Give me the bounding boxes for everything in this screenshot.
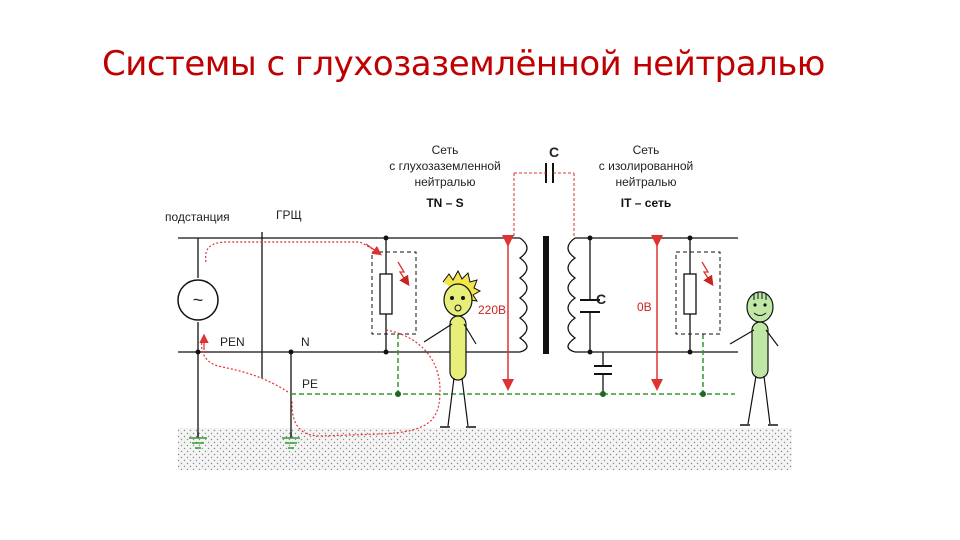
pe-junction-dots: [395, 391, 706, 397]
grsch-label: ГРЩ: [276, 208, 302, 222]
net-left-line-3: нейтралью: [414, 175, 475, 189]
fault-arrow: [365, 243, 382, 256]
substation-label: подстанция: [165, 210, 230, 224]
net-left-line-1: Сеть: [432, 143, 459, 157]
voltage-right-label: 0В: [637, 300, 652, 314]
junction-dots: [195, 235, 693, 355]
capacitor-icon: [594, 365, 612, 375]
cap-right-label: C: [596, 291, 606, 307]
slide-title: Системы с глухозаземлённой нейтралью: [102, 44, 825, 84]
person-icon: [729, 291, 779, 426]
person-icon: [423, 269, 482, 428]
left-load-enclosure: [371, 251, 417, 335]
net-left-line-4: TN – S: [426, 196, 463, 210]
n-label: N: [301, 335, 310, 349]
ground-icon: [189, 432, 207, 449]
net-right-line-4: IT – сеть: [621, 196, 671, 210]
cap-top-label: C: [549, 144, 559, 160]
ground-icon: [282, 432, 300, 449]
transformer-icon: [518, 236, 577, 354]
right-load-enclosure: [675, 251, 721, 335]
resistor-icon: [379, 273, 393, 315]
net-right-caption: Сеть с изолированной нейтралью IT – сеть: [599, 143, 693, 210]
fault-current-path: [200, 241, 441, 437]
pe-label: PE: [302, 377, 318, 391]
earth-ground-area: [178, 428, 792, 470]
resistor-icon: [683, 273, 697, 315]
capacitor-icon: [580, 299, 600, 313]
voltage-left-label: 220В: [478, 303, 506, 317]
pen-label: PEN: [220, 335, 245, 349]
ac-source-icon: [177, 279, 219, 321]
coupling-capacitor-icon: [513, 163, 575, 236]
net-right-line-2: с изолированной: [599, 159, 693, 173]
ac-source-symbol: ~: [193, 290, 204, 310]
net-left-caption: Сеть с глухозаземленной нейтралью TN – S: [389, 143, 501, 210]
net-right-line-3: нейтралью: [615, 175, 676, 189]
net-right-line-1: Сеть: [633, 143, 660, 157]
net-left-line-2: с глухозаземленной: [389, 159, 501, 173]
